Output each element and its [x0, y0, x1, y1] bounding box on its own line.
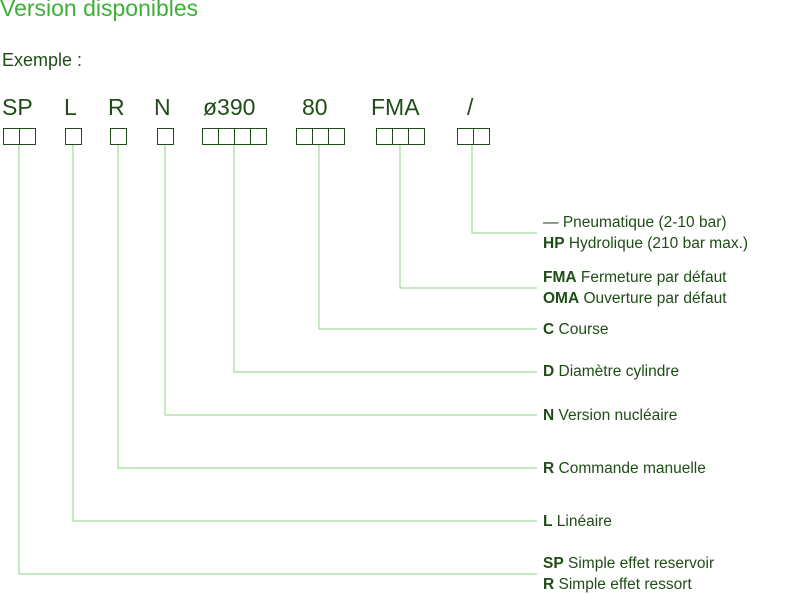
legend-text: Course	[558, 321, 609, 338]
code-box	[250, 128, 267, 145]
connector-l	[72, 145, 537, 522]
legend-text: Fermeture par défaut	[580, 269, 727, 286]
legend-code: L	[543, 513, 553, 530]
code-box	[408, 128, 425, 145]
boxes-slash	[457, 128, 490, 145]
connector-slash	[471, 145, 537, 234]
legend-line: C Course	[543, 319, 608, 340]
legend-text: Linéaire	[556, 513, 612, 530]
legend-line: R Simple effet ressort	[543, 574, 714, 595]
legend-manual: R Commande manuelle	[543, 458, 706, 479]
legend-linear: L Linéaire	[543, 511, 612, 532]
code-part-l: L	[64, 94, 77, 120]
boxes-r	[110, 128, 127, 145]
code-part-n: N	[154, 94, 171, 120]
legend-code: SP	[543, 555, 564, 572]
legend-code: R	[543, 460, 555, 477]
boxes-l	[65, 128, 82, 145]
code-box	[328, 128, 345, 145]
legend-nuclear: N Version nucléaire	[543, 405, 677, 426]
legend-text: Pneumatique (2-10 bar)	[562, 214, 727, 231]
legend-code: R	[543, 576, 555, 593]
boxes-sp	[3, 128, 36, 145]
connector-n	[164, 145, 537, 416]
connector-fma	[399, 145, 537, 289]
legend-text: Ouverture par défaut	[583, 290, 727, 307]
legend-fail-position: FMA Fermeture par défaut OMA Ouverture p…	[543, 267, 727, 309]
diagram-title: Version disponibles	[0, 0, 199, 21]
connector-r	[117, 145, 537, 469]
boxes-fma	[376, 128, 425, 145]
legend-line: N Version nucléaire	[543, 405, 677, 426]
connector-diameter	[233, 145, 537, 373]
legend-single-acting: SP Simple effet reservoir R Simple effet…	[543, 553, 714, 595]
code-box	[157, 128, 174, 145]
legend-course: C Course	[543, 319, 608, 340]
code-box	[110, 128, 127, 145]
legend-code: OMA	[543, 290, 580, 307]
code-box	[19, 128, 36, 145]
legend-code: N	[543, 407, 555, 424]
code-part-fma: FMA	[371, 94, 420, 120]
legend-code: HP	[543, 235, 565, 252]
code-part-slash: /	[467, 94, 474, 120]
legend-line: FMA Fermeture par défaut	[543, 267, 727, 288]
legend-line: HP Hydrolique (210 bar max.)	[543, 233, 748, 254]
code-part-sp: SP	[2, 94, 33, 120]
connector-sp	[18, 145, 537, 575]
code-part-r: R	[108, 94, 125, 120]
legend-line: — Pneumatique (2-10 bar)	[543, 212, 748, 233]
legend-line: OMA Ouverture par défaut	[543, 288, 727, 309]
code-part-course: 80	[302, 94, 328, 120]
legend-line: SP Simple effet reservoir	[543, 553, 714, 574]
legend-text: Hydrolique (210 bar max.)	[568, 235, 749, 252]
legend-text: Commande manuelle	[558, 460, 706, 477]
boxes-diameter	[202, 128, 267, 145]
code-part-diameter: ø390	[203, 94, 256, 120]
legend-text: Simple effet ressort	[558, 576, 692, 593]
code-box	[65, 128, 82, 145]
legend-diameter: D Diamètre cylindre	[543, 361, 679, 382]
legend-text: Simple effet reservoir	[568, 555, 715, 572]
legend-code: C	[543, 321, 555, 338]
legend-code: D	[543, 363, 555, 380]
legend-line: R Commande manuelle	[543, 458, 706, 479]
legend-code: FMA	[543, 269, 577, 286]
legend-text: Diamètre cylindre	[558, 363, 680, 380]
boxes-course	[296, 128, 345, 145]
boxes-n	[157, 128, 174, 145]
legend-text: Version nucléaire	[558, 407, 678, 424]
legend-hydraulic: — Pneumatique (2-10 bar) HP Hydrolique (…	[543, 212, 748, 254]
legend-line: D Diamètre cylindre	[543, 361, 679, 382]
connector-course	[318, 145, 537, 330]
legend-line: L Linéaire	[543, 511, 612, 532]
code-box	[473, 128, 490, 145]
legend-code: —	[543, 214, 559, 231]
example-label: Exemple :	[2, 50, 83, 70]
